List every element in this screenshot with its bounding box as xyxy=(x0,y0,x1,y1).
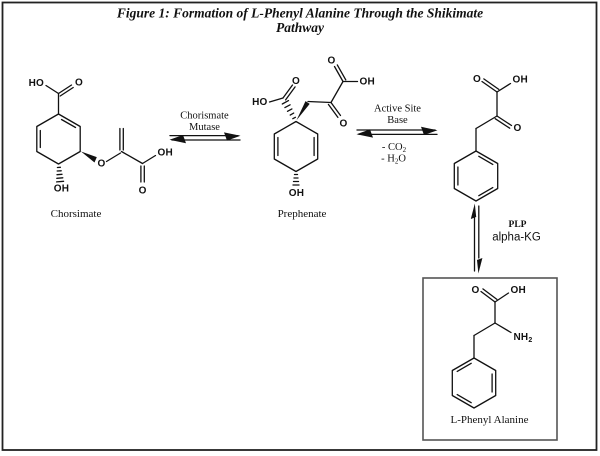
arrow-head-down-icon xyxy=(477,258,483,274)
arrow-head-up-icon xyxy=(470,203,477,219)
prephenate-wedge-bond xyxy=(296,101,310,121)
byproduct-co2: - CO2 xyxy=(382,142,407,154)
step3-cofactor-alpha-kg: alpha-KG xyxy=(492,232,541,244)
l-phenyl-alanine-name: L-Phenyl Alanine xyxy=(451,414,529,426)
chorismate-structure: HO O O O OH OH Chorsimate xyxy=(29,78,173,221)
phenylpyruvate-oh-acid-label: OH xyxy=(513,75,528,86)
lphe-o-acid-label: O xyxy=(472,285,480,296)
step3-cofactor-plp: PLP xyxy=(509,220,527,230)
chorismate-o-side-label: O xyxy=(139,186,147,197)
prephenate-hash-bond-bottom xyxy=(292,173,300,186)
prephenate-hash-bond xyxy=(281,99,297,120)
equilibrium-arrow-step1: Chorismate Mutase xyxy=(169,111,241,144)
step2-label-line2: Base xyxy=(387,115,408,126)
chorismate-ho-acid-label: HO xyxy=(29,78,44,89)
chorismate-oh-ring-label: OH xyxy=(54,184,69,195)
arrow-head-left-icon xyxy=(356,129,373,138)
enzyme-label-line2: Mutase xyxy=(189,122,220,133)
phenylpyruvate-o-acid-label: O xyxy=(473,74,481,85)
arrow-head-right-icon xyxy=(421,126,438,135)
lphe-oh-acid-label: OH xyxy=(511,285,526,296)
chorismate-o-ether-label: O xyxy=(98,159,106,170)
prephenate-o-acid-label: O xyxy=(292,76,300,87)
prephenate-o-top-acid-label: O xyxy=(328,56,336,67)
equilibrium-arrow-step2: Active Site Base - CO2 - H2O xyxy=(356,104,438,166)
product-box xyxy=(422,277,558,441)
figure-title-line1: Figure 1: Formation of L-Phenyl Alanine … xyxy=(116,6,483,21)
phenylpyruvate-structure: O OH O xyxy=(453,74,528,202)
enzyme-label-line1: Chorismate xyxy=(180,111,229,122)
prephenate-name: Prephenate xyxy=(278,208,327,220)
chorismate-hash-bond xyxy=(55,166,65,183)
prephenate-ho-acid-label: HO xyxy=(252,97,267,108)
figure-title-line2: Pathway xyxy=(276,20,325,35)
phenylpyruvate-o-ketone-label: O xyxy=(514,123,522,134)
chorismate-oh-side-label: OH xyxy=(158,148,173,159)
byproduct-h2o: - H2O xyxy=(381,154,406,166)
lphe-amine-label: NH2 xyxy=(514,332,533,344)
arrow-head-left-icon xyxy=(169,135,186,144)
prephenate-o-ketone-label: O xyxy=(340,119,348,130)
prephenate-oh-top-acid-label: OH xyxy=(360,77,375,88)
equilibrium-arrow-step3: PLP alpha-KG xyxy=(470,203,541,274)
chorismate-name: Chorsimate xyxy=(51,208,102,220)
chorismate-o-acid-label: O xyxy=(75,78,83,89)
l-phenyl-alanine-structure: O OH NH2 L-Phenyl Alanine xyxy=(422,277,558,441)
arrow-head-right-icon xyxy=(224,132,241,141)
step2-label-line1: Active Site xyxy=(374,104,421,115)
prephenate-structure: HO O O O OH OH Prephenate xyxy=(252,56,375,221)
prephenate-oh-ring-label: OH xyxy=(289,188,304,199)
chorismate-wedge-bond xyxy=(81,151,97,163)
